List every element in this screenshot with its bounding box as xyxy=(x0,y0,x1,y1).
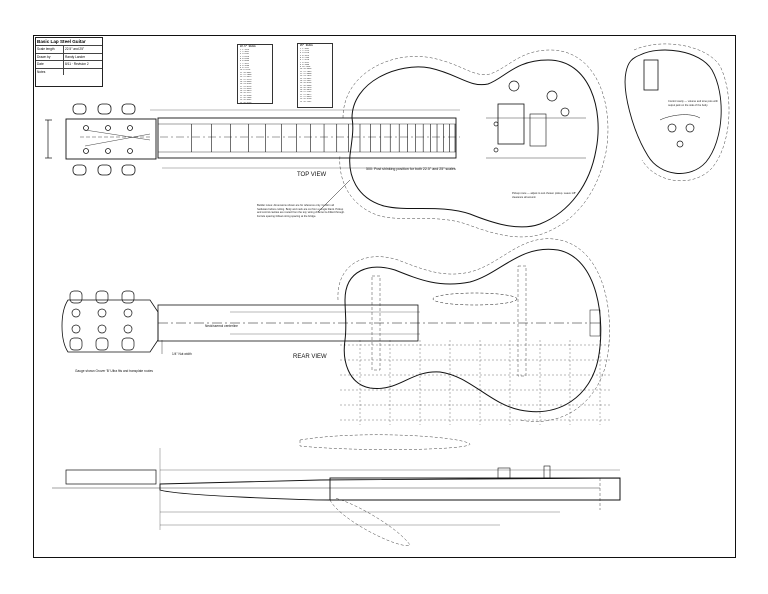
fret-table-header: 25" SCALE xyxy=(300,44,313,47)
drawing-title: Basic Lap Steel Guitar xyxy=(37,39,86,44)
pickup-note: Pickup route — adjust to suit chosen pic… xyxy=(512,192,577,199)
top-view-label: TOP VIEW xyxy=(297,172,327,178)
neck-rear xyxy=(157,304,600,342)
fret-table-row: 1 1.4031 xyxy=(300,46,310,50)
tuner-buttons-top xyxy=(72,103,136,176)
body-rear xyxy=(337,238,610,422)
fret-table-row: 22 16.1859 xyxy=(240,96,252,100)
side-view xyxy=(52,434,621,546)
fret-table-row: 8 8.3255 xyxy=(240,63,250,67)
fret-table-row: 13 11.8814 xyxy=(240,75,252,79)
fret-table-header: 22.5" SCALE xyxy=(240,45,256,48)
fret-table-row: 24 16.8746 xyxy=(240,100,252,104)
bridge-position-note: 500: Post shlnking position for both 22.… xyxy=(366,167,456,171)
fret-table-row: 4 4.6416 xyxy=(240,54,250,58)
fret-table-row: 8 9.2505 xyxy=(300,62,310,66)
headstock-top xyxy=(45,118,157,160)
fret-table-row: 5 5.6438 xyxy=(240,56,250,60)
fret-table-row: 16 13.5708 xyxy=(240,82,252,86)
fret-table-row: 5 6.2709 xyxy=(300,55,310,59)
fret-table-row: 21 15.8105 xyxy=(240,93,252,97)
fret-table-row: 24 18.7497 xyxy=(300,99,312,103)
title-row: Notes xyxy=(36,68,102,75)
fret-table-row: 21 17.5672 xyxy=(300,92,312,96)
fret-table-row: 9 9.1211 xyxy=(240,66,250,70)
fret-table-row: 16 15.0786 xyxy=(300,81,312,85)
fret-table-row: 4 5.1573 xyxy=(300,53,310,57)
nut-width-note: 1/4" Nut width xyxy=(172,352,192,356)
fret-table-row: 3 3.5797 xyxy=(240,52,250,56)
fret-table-row: 1 1.2628 xyxy=(240,47,250,51)
fret-table-row: 14 13.8637 xyxy=(300,76,312,80)
rear-view-label: REAR VIEW xyxy=(293,354,327,360)
fret-lines xyxy=(191,124,456,152)
fret-table-row: 6 6.5898 xyxy=(240,59,250,63)
neck-top xyxy=(150,109,460,169)
fret-table-row: 2 2.4547 xyxy=(240,50,250,54)
fret-table-row: 10 10.9689 xyxy=(300,67,312,71)
fret-table-row: 9 10.1345 xyxy=(300,65,311,69)
control-note: Control cavity — volume and tone pots wi… xyxy=(668,100,718,107)
fret-table-row: 23 16.5402 xyxy=(240,98,252,102)
fret-table-row: 7 7.4827 xyxy=(240,61,250,65)
fret-table-row: 19 16.6570 xyxy=(300,88,312,92)
fret-table-row: 19 14.9913 xyxy=(240,89,252,93)
fret-table-row: 15 14.4887 xyxy=(300,78,312,82)
fret-table-row: 17 15.6355 xyxy=(300,83,312,87)
fret-table-row: 7 8.3141 xyxy=(300,60,310,64)
fret-table-row: 20 17.1252 xyxy=(300,90,312,94)
fret-table-row: 11 11.7564 xyxy=(300,69,312,73)
fret-table-row: 18 14.5449 xyxy=(240,86,252,90)
fret-table-row: 17 14.0719 xyxy=(240,84,252,88)
fret-table-row: 18 16.1610 xyxy=(300,85,312,89)
drawing-sheet xyxy=(33,35,736,558)
fret-table-row: 22 17.9843 xyxy=(300,95,312,99)
fret-table-row: 3 3.9775 xyxy=(300,51,310,55)
fret-table-row: 12 11.2500 xyxy=(240,73,252,77)
centerline-label: Neck/ssemol centerline xyxy=(205,324,238,328)
body-top xyxy=(339,49,609,238)
fret-table-row: 20 15.4127 xyxy=(240,91,252,95)
fret-table-row: 15 13.0398 xyxy=(240,79,252,83)
fret-table-row: 6 7.3220 xyxy=(300,58,310,62)
fret-table-row: 13 13.2016 xyxy=(300,74,312,78)
control-cavity-detail xyxy=(624,43,730,181)
builder-notes: Builder notes: dimensions shown are for … xyxy=(257,204,345,218)
tuner-note: Gauge shown Grover 'B' Ultra fits and tr… xyxy=(75,369,153,373)
fret-table-row: 14 12.4773 xyxy=(240,77,252,81)
rear-grid xyxy=(340,340,610,425)
fret-table-row: 10 9.8720 xyxy=(240,68,251,72)
fret-table-row: 23 18.3780 xyxy=(300,97,312,101)
fret-table-row: 12 12.5000 xyxy=(300,72,312,76)
fret-table-row: 11 10.5807 xyxy=(240,70,252,74)
headstock-rear xyxy=(61,290,163,354)
fret-table-row: 2 2.7274 xyxy=(300,49,310,53)
